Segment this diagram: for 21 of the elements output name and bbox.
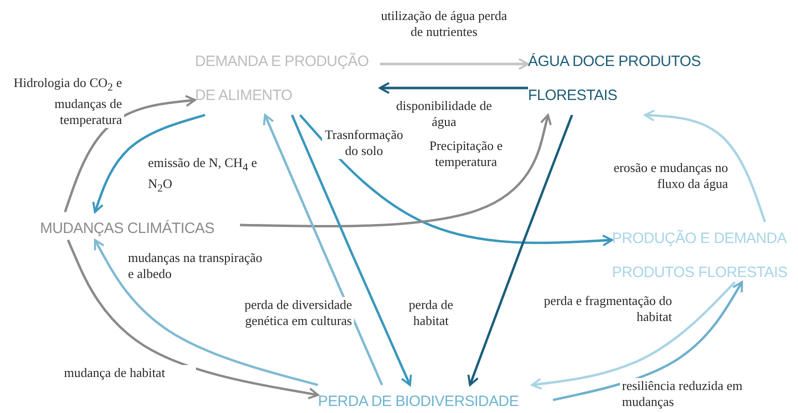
edge-label: mudança de habitat	[62, 365, 196, 381]
arrow	[92, 114, 206, 213]
edge-label: Trasnformação do solo	[322, 127, 406, 159]
arrow	[290, 114, 412, 386]
concept-heading: PRODUÇÃO E DEMANDA PRODUTOS FLORESTAIS	[612, 228, 788, 283]
arrow	[94, 239, 318, 386]
arrow	[299, 114, 613, 246]
concept-heading: DEMANDA E PRODUÇÃO DE ALIMENTO	[195, 52, 370, 106]
arrow	[531, 281, 736, 390]
concept-heading: PERDA DE BIODIVERSIDADE	[318, 392, 520, 412]
arrow	[644, 110, 766, 222]
arrow	[467, 114, 574, 386]
arrow	[379, 82, 528, 94]
arrow	[380, 58, 529, 70]
concept-heading: ÁGUA DOCE PRODUTOS FLORESTAIS	[528, 52, 702, 106]
arrow	[552, 281, 744, 402]
arrow	[240, 114, 552, 228]
arrow	[64, 94, 196, 212]
arrow	[66, 240, 319, 400]
concept-heading: MUDANÇAS CLIMÁTICAS	[40, 219, 216, 239]
arrow	[262, 114, 384, 386]
